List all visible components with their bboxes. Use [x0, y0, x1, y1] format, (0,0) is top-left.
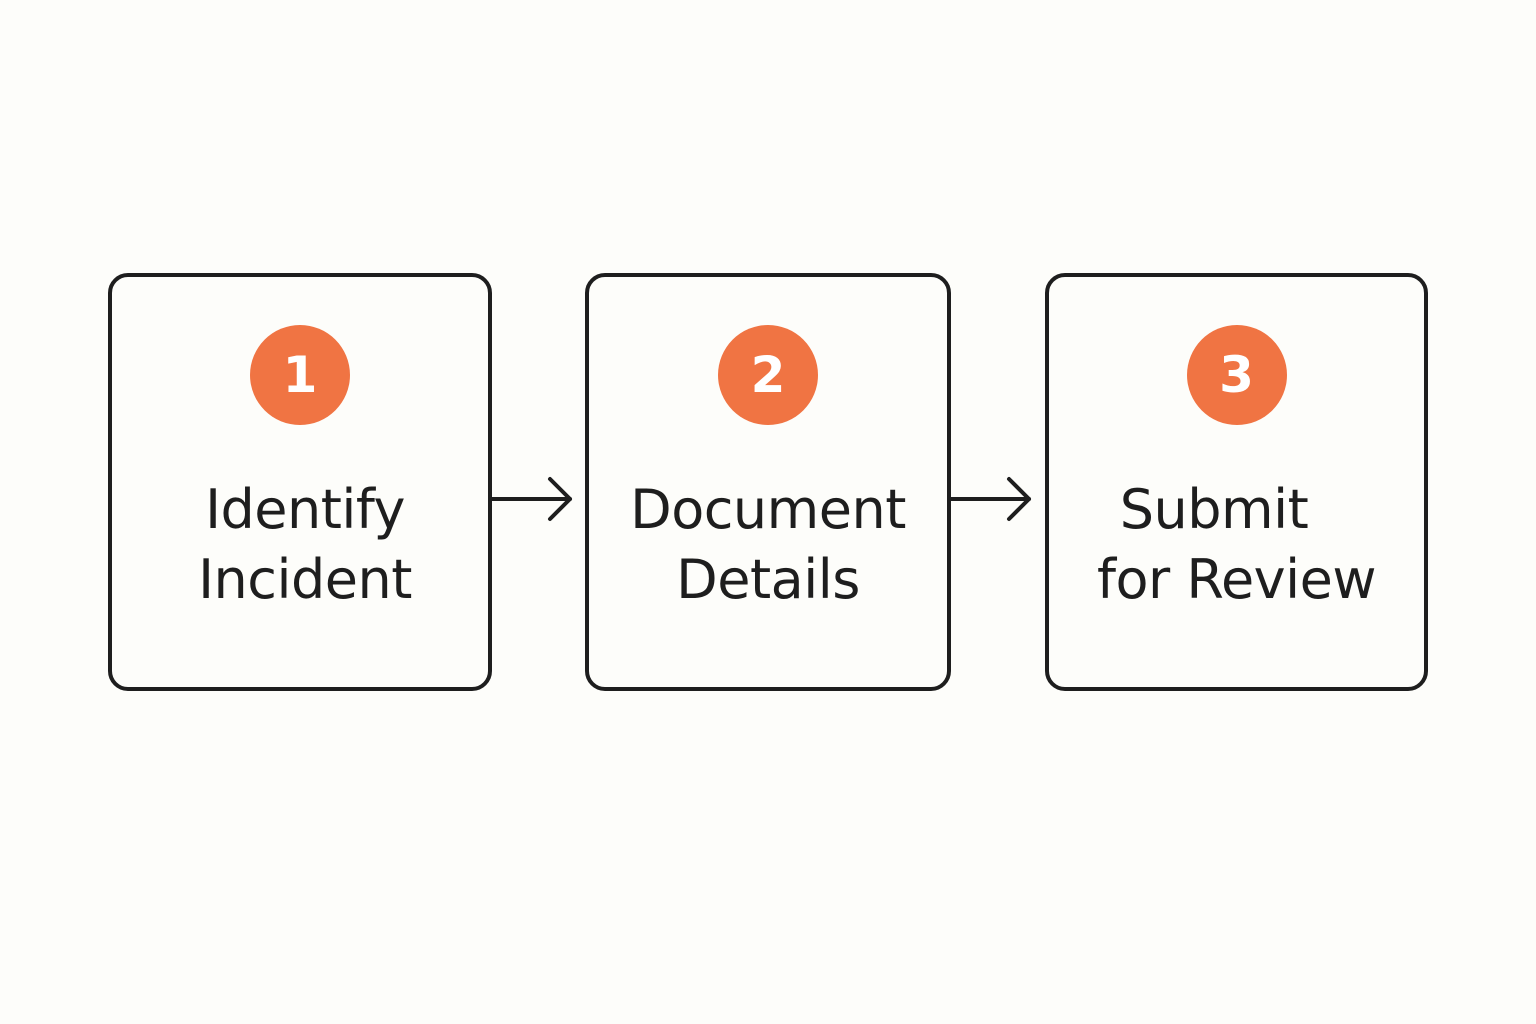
step-label-line-2: Details	[676, 548, 860, 611]
step-label-line-1: Document	[630, 478, 906, 541]
arrow-right-icon	[490, 477, 572, 521]
step-label: Identify Incident	[112, 475, 488, 615]
step-box-document-details: 2 Document Details	[585, 273, 951, 691]
step-box-identify-incident: 1 Identify Incident	[108, 273, 492, 691]
step-number-badge: 1	[250, 325, 350, 425]
step-label-line-2: Incident	[198, 548, 412, 611]
step-box-submit-for-review: 3 Submit for Review	[1045, 273, 1428, 691]
step-number-badge: 3	[1186, 325, 1287, 425]
step-label-line-2: for Review	[1096, 548, 1377, 611]
step-label-line-1: Submit	[1119, 478, 1309, 541]
step-label: Document Details	[589, 475, 947, 615]
arrow-right-icon	[949, 477, 1031, 521]
step-label: Submit for Review	[1049, 475, 1424, 615]
step-label-line-1: Identify	[205, 478, 405, 541]
step-number-badge: 2	[718, 325, 818, 425]
